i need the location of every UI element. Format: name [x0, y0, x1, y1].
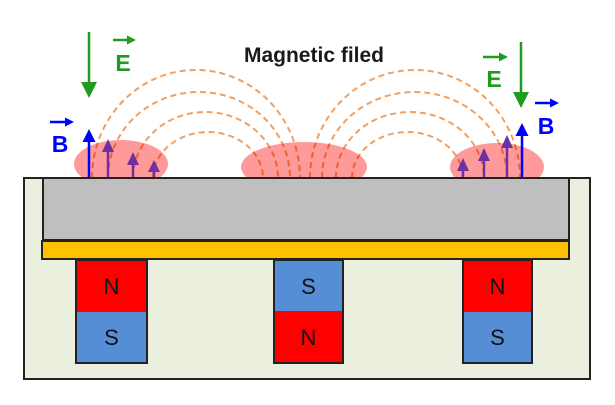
ion-arrow: [478, 148, 490, 178]
pole-label-bottom: S: [104, 325, 119, 350]
ion-arrows-left: [102, 139, 160, 178]
field-line-right-4: [351, 131, 464, 179]
vector-arrow-icon: [127, 35, 136, 45]
ion-arrow: [102, 139, 114, 178]
field-line-left-3-inner: [132, 140, 279, 179]
e-label-text: E: [115, 50, 130, 76]
b-label-right: B: [535, 98, 559, 139]
plasma-left: [74, 140, 168, 188]
pole-label-top: S: [301, 274, 316, 299]
magnet-outline: [273, 259, 344, 364]
arrow-up-icon: [478, 148, 490, 161]
electric-field-arrow-left: [81, 32, 97, 98]
e-label-left: E: [113, 35, 136, 76]
ion-arrow: [148, 160, 160, 178]
arrow-down-icon: [81, 82, 97, 98]
vector-arrow-icon: [550, 98, 559, 108]
arrow-down-icon: [513, 92, 529, 108]
arrow-up-icon: [127, 152, 139, 165]
magnet-left: N S: [75, 259, 148, 364]
pole-label-top: N: [104, 274, 120, 299]
field-line-right-1: [309, 69, 521, 179]
arrow-up-icon: [515, 123, 529, 136]
arrow-up-icon: [102, 139, 114, 152]
ion-arrow: [457, 158, 469, 178]
ion-arrows-right: [457, 135, 513, 178]
magnetic-field-arrow-right: [515, 123, 529, 178]
magnet-right: N S: [462, 259, 533, 364]
magnet-pole-bottom: [274, 311, 343, 363]
pole-label-bottom: S: [490, 325, 505, 350]
arrow-up-icon: [501, 135, 513, 148]
b-label-text: B: [52, 131, 69, 157]
vector-arrow-icon: [499, 52, 508, 62]
magnet-center: S N: [273, 259, 344, 364]
field-line-left-1: [91, 69, 301, 179]
b-label-text: B: [538, 113, 555, 139]
backing-plate: [41, 240, 570, 260]
magnet-outline: [75, 259, 148, 364]
magnet-outline: [462, 259, 533, 364]
e-label-text: E: [486, 66, 501, 92]
pole-label-top: N: [490, 274, 506, 299]
arrow-up-icon: [82, 129, 96, 142]
magnet-pole-top: [463, 260, 532, 312]
magnetic-field-lines-in-plasma: [91, 140, 521, 179]
field-line-left-4-inner: [152, 140, 264, 179]
pole-label-bottom: N: [301, 325, 317, 350]
sputtering-target: [42, 177, 570, 241]
magnetic-field-arrow-left: [82, 129, 96, 178]
magnet-pole-bottom: [463, 312, 532, 363]
field-line-right-4-inner: [351, 140, 464, 179]
b-label-left: B: [50, 117, 74, 157]
ion-arrow: [127, 152, 139, 178]
electric-field-arrow-right: [513, 42, 529, 108]
field-line-left-2: [107, 91, 291, 179]
arrow-up-icon: [457, 158, 469, 171]
field-line-right-3-inner: [335, 140, 485, 179]
ion-arrow: [501, 135, 513, 178]
field-line-right-2: [321, 91, 508, 179]
e-label-right: E: [483, 52, 508, 92]
magnet-pole-top: [274, 260, 343, 311]
magnet-pole-top: [76, 260, 147, 312]
magnet-pole-bottom: [76, 312, 147, 363]
arrow-up-icon: [148, 160, 160, 172]
vector-arrow-icon: [65, 117, 74, 127]
diagram-title: Magnetic filed: [244, 44, 384, 67]
